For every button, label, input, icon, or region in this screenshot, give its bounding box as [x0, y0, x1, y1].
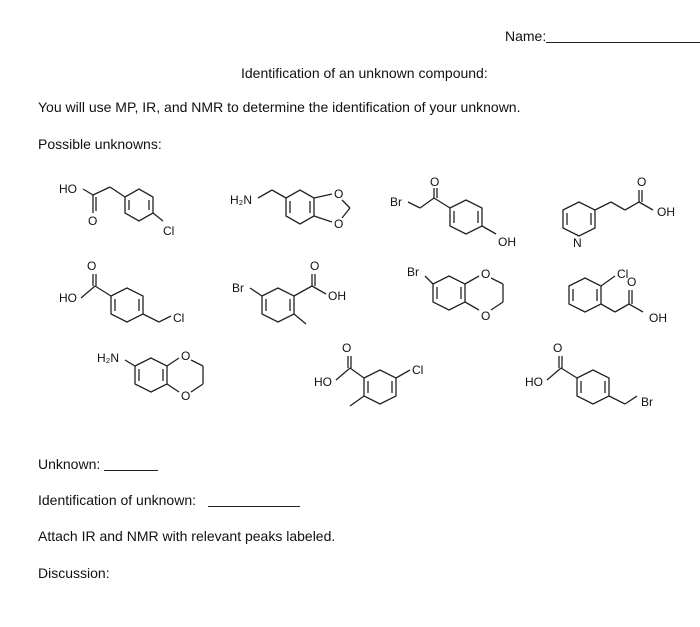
- identification-blank[interactable]: [208, 506, 300, 507]
- oh-label: OH: [649, 311, 667, 325]
- oh-label: OH: [498, 235, 516, 249]
- o-label: O: [637, 175, 646, 189]
- oh-label: OH: [328, 289, 346, 303]
- instructions-text: You will use MP, IR, and NMR to determin…: [38, 99, 521, 115]
- structure-bromo-hydroxyacetophenone: Br O OH: [390, 175, 516, 249]
- name-label: Name:: [505, 28, 547, 44]
- structure-ortho-chlorophenylacetic-acid: Cl O OH: [568, 267, 667, 325]
- oh-label: OH: [657, 205, 675, 219]
- identification-label: Identification of unknown:: [38, 492, 196, 508]
- o-label: O: [342, 341, 351, 355]
- structure-pyridinepropanoic-acid: N O OH: [562, 175, 675, 250]
- structure-aminobenzodioxane: H₂N O O: [97, 349, 204, 403]
- structure-piperonylamine: H₂N O O: [230, 187, 351, 231]
- o-label: O: [627, 275, 636, 289]
- structure-bromobenzodioxane: Br O O: [407, 265, 504, 323]
- o-label: O: [310, 259, 319, 273]
- ho-label: HO: [59, 182, 77, 196]
- h2n-label: H₂N: [230, 193, 252, 207]
- o-label: O: [334, 217, 343, 231]
- cl-label: Cl: [163, 224, 174, 238]
- br-label: Br: [407, 265, 419, 279]
- o-label: O: [181, 389, 190, 403]
- ho-label: HO: [59, 291, 77, 305]
- o-label: O: [481, 309, 490, 323]
- structure-chloromethylbenzoic-acid-2: O HO Cl: [314, 341, 423, 407]
- o-label: O: [87, 259, 96, 273]
- n-label: N: [573, 236, 582, 250]
- h2n-label: H₂N: [97, 351, 119, 365]
- o-label: O: [430, 175, 439, 189]
- possible-unknowns-label: Possible unknowns:: [38, 136, 162, 152]
- cl-label: Cl: [412, 363, 423, 377]
- o-label: O: [553, 341, 562, 355]
- structure-bromomethylbenzoic-acid: Br O OH: [232, 259, 346, 325]
- ho-label: HO: [314, 375, 332, 389]
- o-label: O: [88, 214, 97, 228]
- br-label: Br: [641, 395, 653, 409]
- ho-label: HO: [525, 375, 543, 389]
- structure-bromomethylbenzoic-acid-2: O HO Br: [525, 341, 653, 409]
- discussion-label: Discussion:: [38, 565, 110, 581]
- br-label: Br: [390, 195, 402, 209]
- attach-note: Attach IR and NMR with relevant peaks la…: [38, 528, 336, 544]
- br-label: Br: [232, 281, 244, 295]
- structure-chlorophenylacetic-acid: HO O Cl: [59, 182, 174, 238]
- name-blank[interactable]: [546, 42, 700, 43]
- page-title: Identification of an unknown compound:: [241, 65, 488, 81]
- o-label: O: [181, 349, 190, 363]
- unknown-blank[interactable]: [104, 470, 158, 471]
- cl-label: Cl: [617, 267, 628, 281]
- o-label: O: [481, 267, 490, 281]
- o-label: O: [334, 187, 343, 201]
- cl-label: Cl: [173, 311, 184, 325]
- unknown-label: Unknown:: [38, 456, 101, 472]
- structure-chloromethylbenzoic-acid: O HO Cl: [59, 259, 184, 325]
